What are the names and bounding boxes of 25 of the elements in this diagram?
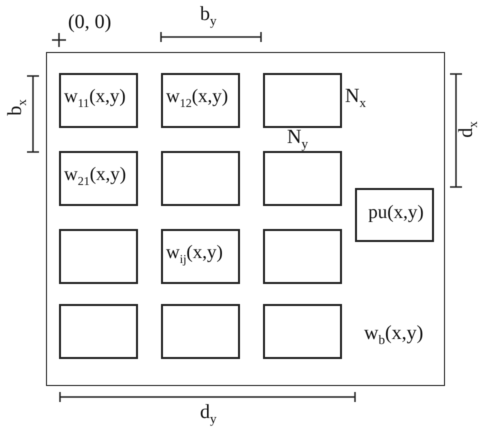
empty-box [263, 304, 342, 359]
function-label: w$_{ij}$(x,y) [166, 242, 223, 264]
window-box [59, 73, 138, 128]
empty-box [263, 229, 342, 284]
count-label: N$_{y}$ [287, 127, 308, 150]
function-label: w$_{21}$(x,y) [64, 164, 126, 186]
empty-box [263, 151, 342, 206]
function-label: w$_{11}$(x,y) [64, 86, 126, 108]
window-box [161, 229, 240, 284]
window-box [59, 151, 138, 206]
dimension-label: b$_{y}$ [200, 4, 216, 27]
empty-box [59, 229, 138, 284]
count-label: N$_{x}$ [345, 86, 366, 109]
function-label: pu(x,y) [368, 202, 424, 222]
empty-box [161, 151, 240, 206]
dimension-label: d$_{y}$ [200, 402, 216, 425]
function-label: w$_{12}$(x,y) [166, 86, 228, 108]
function-label: w$_{b}$(x,y) [364, 323, 424, 346]
window-box [161, 73, 240, 128]
coordinate-label: (0, 0) [68, 12, 112, 32]
window-box [355, 188, 434, 242]
empty-box [263, 73, 342, 128]
region-box [46, 52, 445, 386]
empty-box [59, 304, 138, 359]
empty-box [161, 304, 240, 359]
